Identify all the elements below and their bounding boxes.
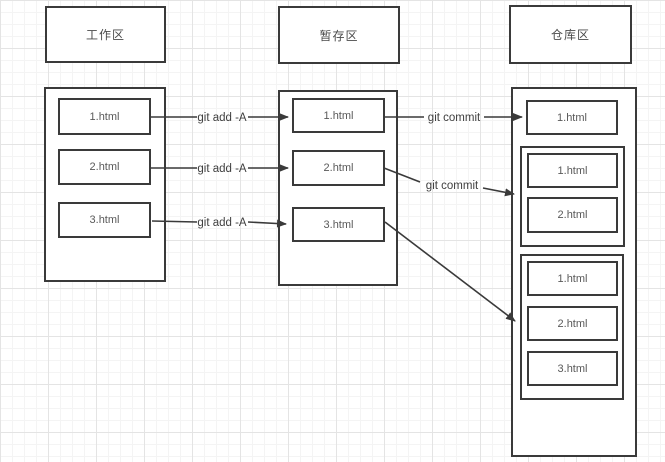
staging-file-3: 3.html: [292, 207, 385, 242]
repository-title-box: 仓库区: [509, 5, 632, 64]
staging-container: 1.html 2.html 3.html: [278, 90, 398, 286]
commit-1-file-2: 2.html: [527, 197, 618, 233]
arrow-git-add-1-label: git add -A: [197, 112, 247, 124]
staging-title-box: 暂存区: [278, 6, 400, 64]
repository-title: 仓库区: [550, 28, 590, 42]
arrow-git-add-3: git add -A: [151, 217, 287, 229]
repository-container: 1.html 1.html 2.html 1.html 2.html 3.htm…: [511, 87, 637, 457]
arrow-git-add-3-label: git add -A: [197, 217, 247, 229]
arrow-git-commit-2-label: git commit: [426, 180, 479, 192]
staging-file-1: 1.html: [292, 98, 385, 133]
workspace-file-2: 2.html: [58, 149, 151, 185]
arrow-git-commit-2: git commit: [383, 167, 515, 197]
staging-title: 暂存区: [319, 28, 359, 43]
commit-group-1: 1.html 2.html: [520, 146, 625, 247]
arrow-git-commit-1-label: git commit: [428, 112, 481, 124]
repository-head-file: 1.html: [526, 100, 618, 135]
commit-group-2: 1.html 2.html 3.html: [520, 254, 624, 400]
commit-2-file-3: 3.html: [527, 351, 618, 386]
arrow-git-commit-3: [384, 221, 516, 322]
commit-2-file-1: 1.html: [527, 261, 618, 296]
workspace-file-1: 1.html: [58, 98, 151, 135]
commit-2-file-2: 2.html: [527, 306, 618, 341]
workspace-file-3: 3.html: [58, 202, 151, 238]
arrow-git-add-2-label: git add -A: [197, 163, 247, 175]
arrow-git-add-2: git add -A: [151, 163, 289, 175]
commit-1-file-1: 1.html: [527, 153, 618, 188]
arrow-git-add-1: git add -A: [151, 112, 289, 124]
workspace-container: 1.html 2.html 3.html: [44, 87, 166, 282]
staging-file-2: 2.html: [292, 150, 385, 186]
arrow-git-commit-1: git commit: [385, 112, 523, 124]
workspace-title-box: 工作区: [45, 6, 166, 63]
workspace-title: 工作区: [85, 28, 125, 42]
